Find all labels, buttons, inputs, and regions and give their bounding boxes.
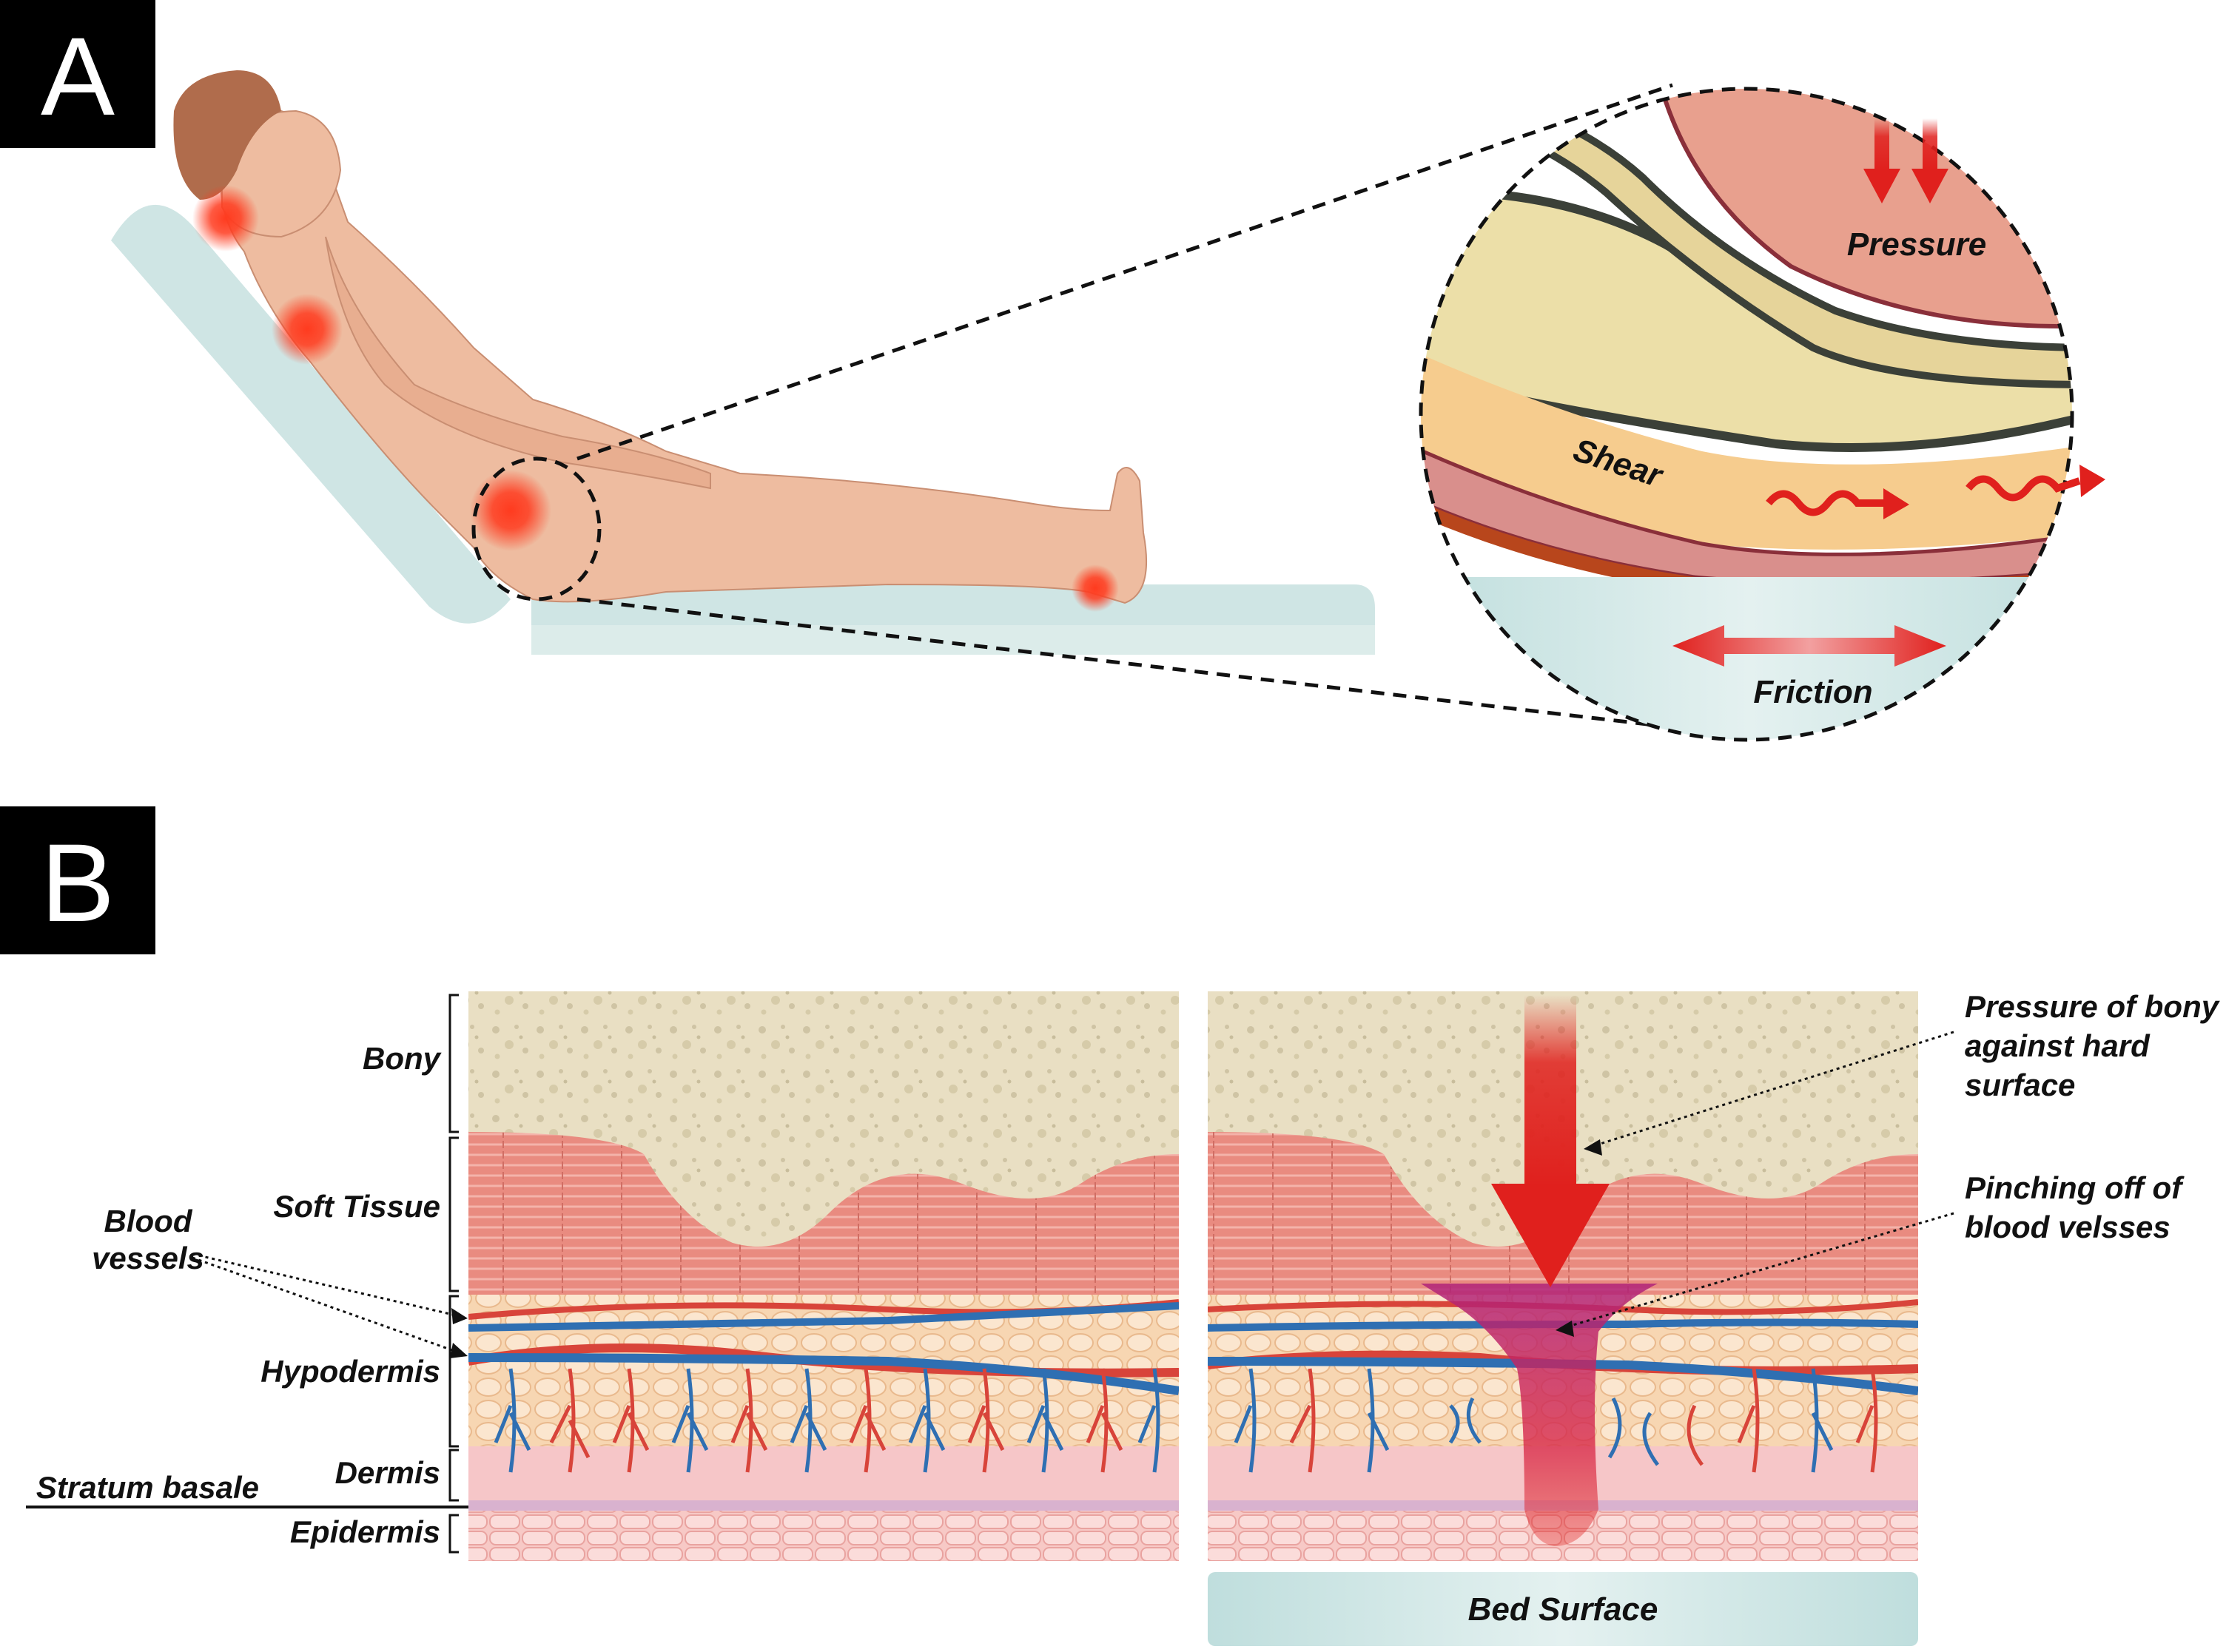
bed-backrest bbox=[111, 204, 511, 624]
tissue-normal bbox=[468, 991, 1179, 1561]
hotspot-sacrum bbox=[470, 470, 551, 551]
friction-arrow bbox=[1672, 625, 1946, 667]
inset-pressure-label: Pressure bbox=[1847, 226, 1986, 263]
bed-surface bbox=[1208, 1572, 1918, 1646]
blood-vessel-pointer-head-2 bbox=[450, 1343, 468, 1358]
blood-vessel-pointer-head-1 bbox=[451, 1308, 468, 1324]
layer-label-epidermis: Epidermis bbox=[290, 1514, 440, 1549]
normal-bone bbox=[468, 991, 1179, 1247]
annotation-blood-vessels-line2: vessels bbox=[92, 1241, 204, 1275]
layer-label-stratum-basale: Stratum basale bbox=[36, 1470, 259, 1505]
panel-b-badge bbox=[0, 806, 155, 954]
pinching-pointer-head bbox=[1556, 1321, 1574, 1337]
layer-label-hypodermis: Hypodermis bbox=[260, 1354, 440, 1389]
patient-hair bbox=[173, 70, 281, 200]
normal-stratum-basale bbox=[468, 1500, 1179, 1511]
pressure-bony-pointer-head bbox=[1584, 1139, 1602, 1156]
compressed-vein bbox=[1208, 1318, 1918, 1332]
bracket-bony bbox=[448, 994, 459, 1133]
normal-dermis bbox=[468, 1446, 1179, 1502]
annotation-pinching-line2: blood velsses bbox=[1965, 1210, 2170, 1244]
inset-skin bbox=[1421, 441, 2072, 585]
layer-label-dermis: Dermis bbox=[335, 1455, 440, 1490]
bed-surface-label: Bed Surface bbox=[1468, 1591, 1658, 1628]
inset-layer-muscle bbox=[1421, 89, 2072, 389]
inset-fat bbox=[1421, 348, 2072, 550]
normal-vein-2 bbox=[468, 1353, 1179, 1395]
pinching-pointer bbox=[1562, 1212, 1954, 1329]
inset-bed bbox=[1421, 577, 2072, 740]
tissue-compressed bbox=[1208, 991, 1918, 1561]
annotation-pressure-bony-line2: against hard bbox=[1965, 1028, 2151, 1063]
bed bbox=[111, 204, 1375, 655]
panel-b-label: B bbox=[41, 820, 115, 945]
hotspot-heel bbox=[1072, 564, 1119, 612]
blood-vessel-pointers bbox=[192, 1253, 463, 1355]
compressed-capillaries bbox=[1234, 1368, 1878, 1473]
bracket-epidermis bbox=[448, 1514, 459, 1554]
zoom-line-bottom bbox=[576, 597, 1718, 735]
annotation-pressure-bony-line3: surface bbox=[1965, 1068, 2075, 1102]
patient-body bbox=[220, 109, 1148, 604]
inset-friction-label: Friction bbox=[1753, 674, 1872, 710]
bed-mattress-shade bbox=[531, 625, 1375, 655]
annotation-blood-vessels-line1: Blood bbox=[104, 1204, 193, 1238]
magnified-inset: Pressure Shear Friction bbox=[1419, 87, 2105, 742]
normal-capillaries bbox=[494, 1368, 1160, 1473]
panel-a-label: A bbox=[41, 14, 115, 138]
pressure-arrows bbox=[1863, 118, 1948, 203]
layer-label-soft-tissue: Soft Tissue bbox=[273, 1189, 440, 1224]
annotation-pressure-bony-line1: Pressure of bony bbox=[1965, 989, 2221, 1024]
bony-pressure-arrow bbox=[1491, 995, 1610, 1287]
zoom-region-marker bbox=[471, 456, 602, 601]
hotspot-shoulder bbox=[272, 294, 343, 365]
shear-arrow-2-head bbox=[2079, 465, 2105, 497]
panel-a-badge bbox=[0, 0, 155, 148]
normal-vein bbox=[468, 1302, 1179, 1332]
compression-plume bbox=[1421, 1284, 1658, 1546]
bracket-dermis bbox=[448, 1449, 459, 1502]
inset-outline bbox=[1419, 87, 2074, 742]
compressed-vein-2 bbox=[1208, 1357, 1918, 1395]
layer-brackets bbox=[448, 994, 459, 1554]
layer-label-bony: Bony bbox=[363, 1041, 443, 1076]
bracket-soft-tissue bbox=[448, 1136, 459, 1292]
hotspot-head bbox=[192, 185, 259, 252]
zoom-line-top bbox=[576, 83, 1673, 461]
patient-arm bbox=[325, 236, 711, 490]
normal-epidermis bbox=[468, 1511, 1179, 1561]
shear-arrow-1-head bbox=[1883, 488, 1909, 519]
shear-arrow-2 bbox=[1966, 475, 2081, 502]
bracket-hypodermis bbox=[448, 1295, 459, 1448]
annotation-pinching-line1: Pinching off of bbox=[1965, 1170, 2185, 1205]
shear-arrow-1 bbox=[1766, 490, 1883, 516]
